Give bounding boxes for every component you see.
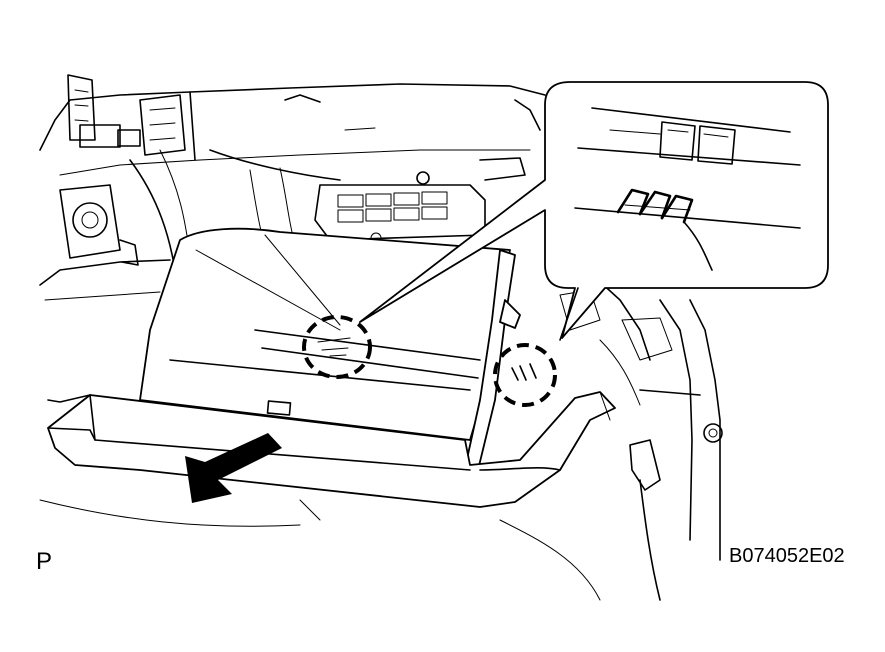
clip-location-markers: [302, 315, 557, 407]
view-label: P: [36, 548, 53, 575]
clip-marker-left: [302, 315, 372, 379]
removal-direction-arrow-icon: [185, 433, 282, 503]
instrument-panel-background: [39, 74, 723, 601]
figure-code: B074052E02: [729, 545, 845, 567]
clip-callout-icon: [359, 81, 829, 341]
clip-marker-right: [493, 343, 557, 407]
glove-box: [47, 227, 616, 508]
